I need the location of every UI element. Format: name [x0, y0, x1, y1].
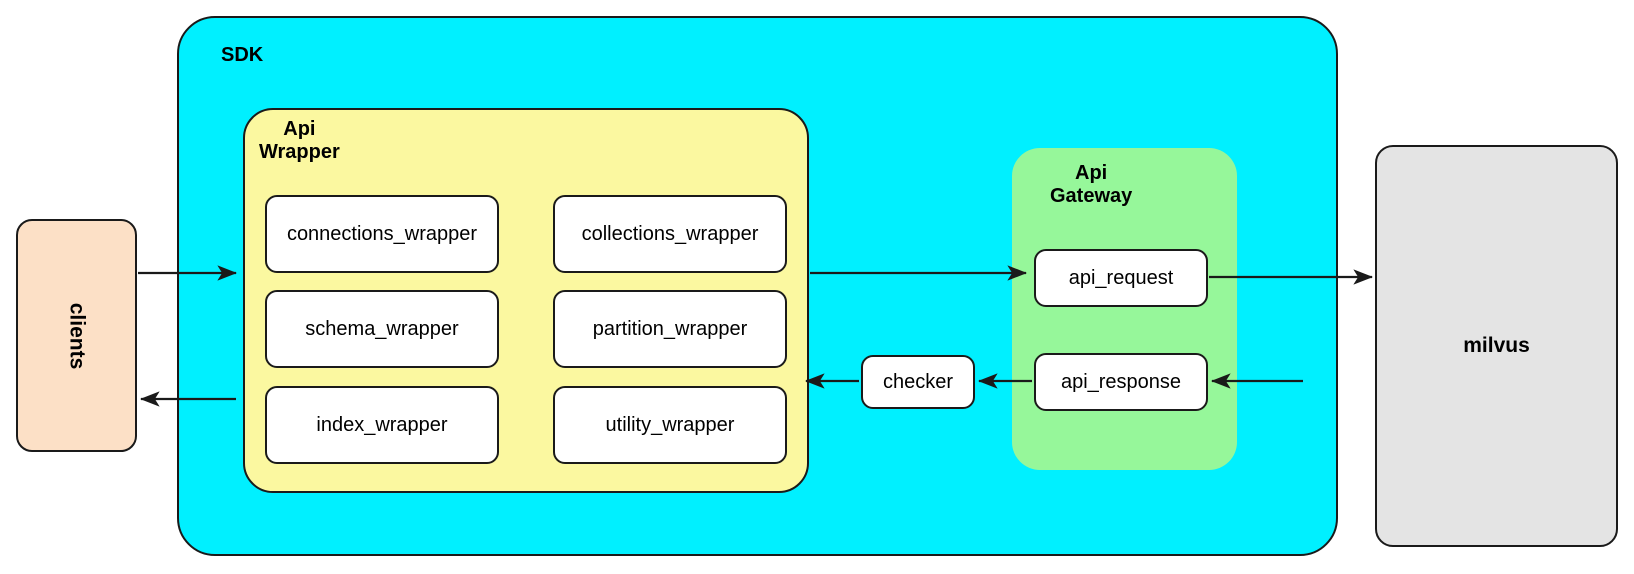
node-label: clients [65, 302, 89, 369]
module-collections-wrapper[interactable]: collections_wrapper [553, 195, 787, 273]
module-label: connections_wrapper [286, 223, 478, 245]
node-label: checker [882, 371, 954, 393]
module-connections-wrapper[interactable]: connections_wrapper [265, 195, 499, 273]
node-api-request[interactable]: api_request [1034, 249, 1208, 307]
node-label: api_response [1060, 371, 1182, 393]
module-label: partition_wrapper [592, 318, 748, 340]
node-api-response[interactable]: api_response [1034, 353, 1208, 411]
node-milvus[interactable]: milvus [1375, 145, 1618, 547]
sdk-container-label: SDK [221, 44, 264, 66]
node-checker[interactable]: checker [861, 355, 975, 409]
module-utility-wrapper[interactable]: utility_wrapper [553, 386, 787, 464]
module-label: schema_wrapper [305, 318, 459, 340]
node-label: api_request [1068, 267, 1174, 289]
api-gateway-container-label: Api Gateway [1050, 162, 1133, 207]
module-partition-wrapper[interactable]: partition_wrapper [553, 290, 787, 368]
module-schema-wrapper[interactable]: schema_wrapper [265, 290, 499, 368]
module-label: utility_wrapper [605, 414, 735, 436]
module-label: collections_wrapper [581, 223, 759, 245]
module-label: index_wrapper [316, 414, 448, 436]
api-gateway-container[interactable]: Api Gateway [1012, 148, 1237, 470]
api-wrapper-container-label: Api Wrapper [259, 118, 340, 163]
node-clients[interactable]: clients [16, 219, 137, 452]
module-index-wrapper[interactable]: index_wrapper [265, 386, 499, 464]
node-label: milvus [1463, 334, 1530, 357]
